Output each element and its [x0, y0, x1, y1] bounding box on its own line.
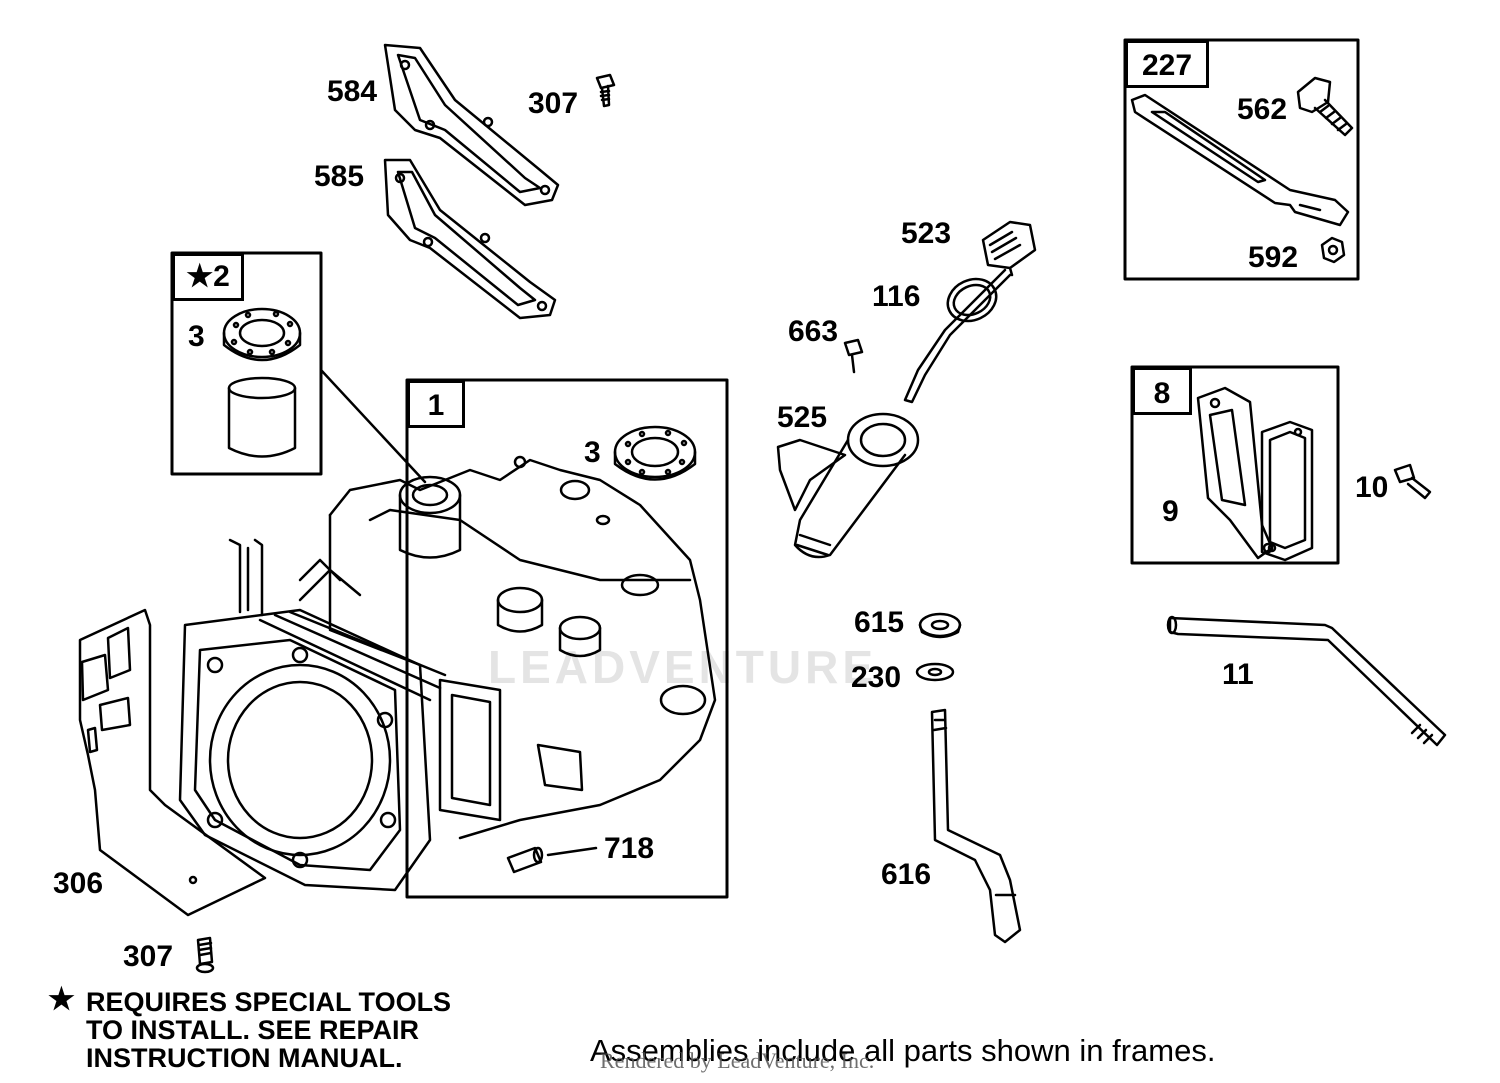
- callout-523: 523: [901, 217, 952, 250]
- breather-cover-shape: [1260, 420, 1314, 562]
- callout-592: 592: [1248, 241, 1299, 274]
- callout-584: 584: [327, 75, 378, 108]
- callout-663: 663: [788, 315, 839, 348]
- frame-1: [405, 378, 729, 899]
- callout-307-bottom: 307: [123, 940, 174, 973]
- callout-307-top: 307: [528, 87, 579, 120]
- callout-2: ★2: [186, 260, 230, 293]
- render-credit: Rendered by LeadVenture, Inc.: [600, 1048, 875, 1073]
- bracket-227-shape: [1130, 93, 1350, 227]
- star-icon: ★: [48, 983, 75, 1016]
- frame-8: [1130, 365, 1340, 565]
- callout-616: 616: [881, 858, 932, 891]
- bolt-10-shape: [1393, 463, 1432, 500]
- bushing-shape: [227, 376, 297, 458]
- bolt-307-top-shape: [595, 73, 616, 108]
- washer-230-shape: [915, 662, 955, 682]
- callout-8: 8: [1153, 377, 1171, 410]
- callout-1: 1: [427, 389, 445, 422]
- retainer-615-shape: [918, 612, 962, 639]
- note-line-2: TO INSTALL. SEE REPAIR: [86, 1015, 420, 1045]
- air-guide-306-shape: [78, 608, 267, 917]
- frame-tag-8: 8: [1132, 367, 1192, 415]
- dowel-718-shape: [506, 846, 598, 874]
- dipstick-tube-525-shape: [776, 412, 920, 559]
- gasket-584-shape: [383, 43, 560, 207]
- frame-227: [1123, 38, 1360, 281]
- frame-2: [170, 251, 323, 476]
- callout-615: 615: [854, 606, 905, 639]
- special-tools-note: ★ REQUIRES SPECIAL TOOLS TO INSTALL. SEE…: [48, 983, 452, 1073]
- gasket-585-shape: [383, 158, 557, 320]
- dipstick-cap-523-shape: [981, 220, 1037, 277]
- frame-tag-2: ★2: [172, 253, 244, 301]
- callout-3-right: 3: [584, 436, 601, 469]
- callout-10: 10: [1355, 471, 1389, 504]
- frame-tag-227: 227: [1125, 40, 1209, 88]
- assemblies-footer: Assemblies include all parts shown in fr…: [590, 1033, 1216, 1068]
- seal-3-right-shape: [613, 425, 697, 481]
- cylinder-block-shape: [178, 455, 717, 892]
- gasket-9-shape: [1196, 386, 1274, 560]
- watermark-text: LEADVENTURE: [488, 641, 878, 693]
- bolt-663-shape: [843, 338, 864, 374]
- nut-592-shape: [1320, 236, 1346, 264]
- callout-230: 230: [851, 661, 902, 694]
- governor-shaft-616-shape: [930, 708, 1022, 944]
- callout-306: 306: [53, 867, 104, 900]
- note-line-3: INSTRUCTION MANUAL.: [86, 1043, 403, 1073]
- callout-11: 11: [1222, 658, 1254, 691]
- callout-718: 718: [604, 832, 655, 865]
- callout-525: 525: [777, 401, 828, 434]
- bolt-307-bottom-shape: [195, 936, 215, 974]
- callout-3-left: 3: [188, 320, 205, 353]
- bolt-562-shape: [1296, 76, 1354, 137]
- note-line-1: REQUIRES SPECIAL TOOLS: [86, 987, 452, 1017]
- callout-116: 116: [872, 280, 921, 313]
- dipstick-rod-shape: [903, 268, 1012, 404]
- frame-tag-1: 1: [407, 380, 465, 428]
- callout-562: 562: [1237, 93, 1288, 126]
- callout-585: 585: [314, 160, 365, 193]
- callout-227: 227: [1141, 49, 1193, 82]
- leader-frame2-to-bore: [319, 368, 427, 484]
- callout-9: 9: [1162, 495, 1179, 528]
- seal-3-left-shape: [222, 307, 302, 362]
- breather-tube-11-shape: [1166, 615, 1447, 747]
